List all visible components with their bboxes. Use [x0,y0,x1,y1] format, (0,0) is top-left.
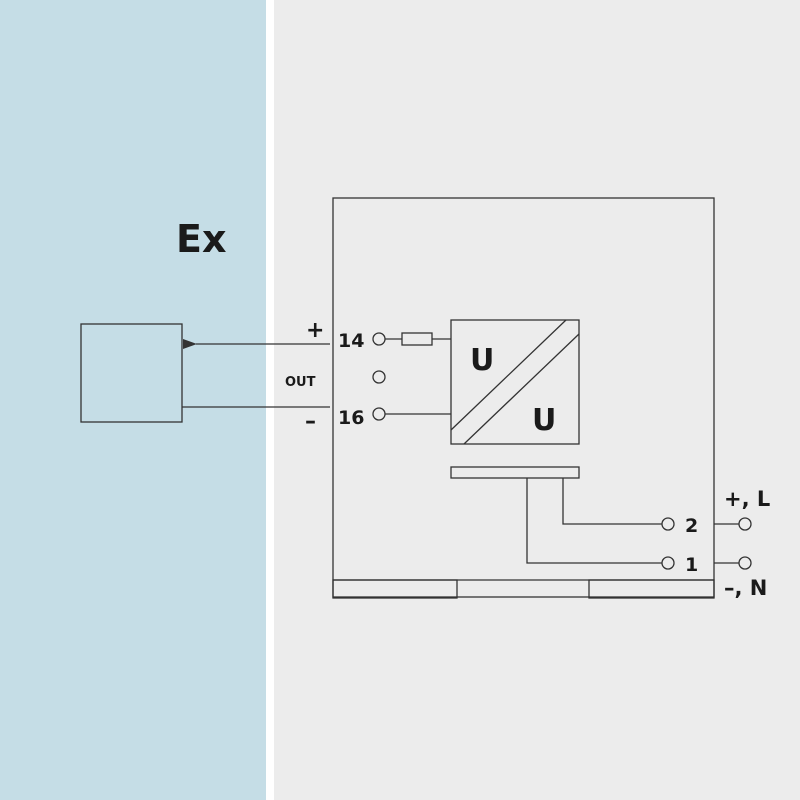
hazardous-area [0,0,266,800]
terminal-16 [372,407,386,421]
supply-positive-terminal [738,517,752,531]
resistor [401,332,433,346]
converter-input-symbol: U [470,343,494,378]
output-minus-sign: – [305,409,316,434]
terminal-14 [372,332,386,346]
hazardous-area-label: Ex [176,217,226,261]
din-rail-foot-right [588,579,715,599]
zone-divider [266,0,274,800]
field-device [80,323,183,423]
terminal-unused [372,370,386,384]
supply-wire-2 [562,478,662,525]
terminal-16-label: 16 [338,407,364,429]
terminal-1-label: 1 [685,554,698,576]
module-housing [332,197,715,598]
terminal-2 [661,517,675,531]
converter-diagonal-1 [450,319,567,431]
converter-block [450,319,580,445]
terminal-1 [661,556,675,570]
supply-negative-terminal [738,556,752,570]
din-rail-foot-left [332,579,458,599]
terminal-2-label: 2 [685,515,698,537]
output-plus-sign: + [306,318,324,343]
supply-negative-label: –, N [724,576,767,600]
converter-diagonal-2 [463,333,580,445]
converter-output-symbol: U [532,403,556,438]
supply-wire-1 [526,478,662,564]
supply-positive-label: +, L [724,487,770,511]
terminal-14-label: 14 [338,330,364,352]
power-supply-bar [450,466,580,479]
output-label: OUT [285,375,316,390]
